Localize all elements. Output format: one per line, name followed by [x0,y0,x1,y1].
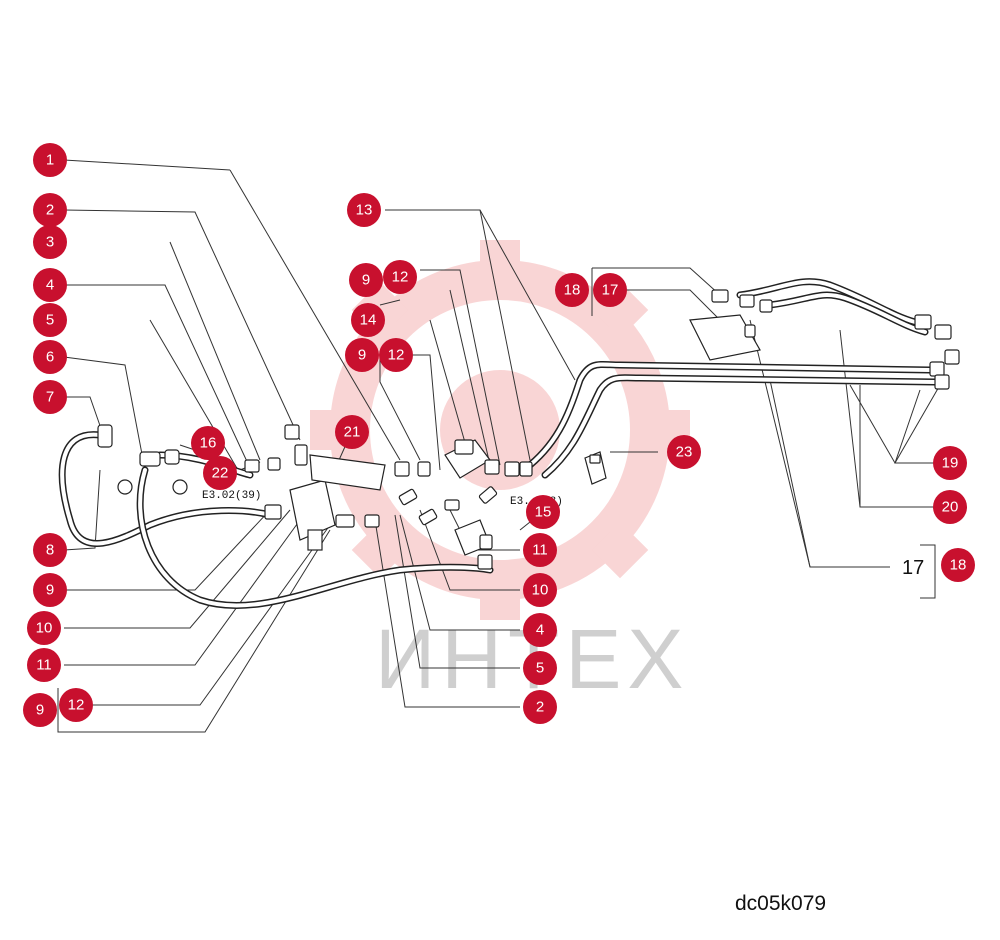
callout-18-top: 18 [555,273,589,307]
callout-2-right: 2 [523,690,557,724]
callout-2: 2 [33,193,67,227]
svg-text:22: 22 [212,465,229,482]
svg-text:18: 18 [564,282,581,299]
svg-text:9: 9 [36,702,44,719]
callout-14: 14 [351,303,385,337]
ref-left-label: E3.02(39) [202,490,261,502]
svg-text:2: 2 [536,699,544,716]
callout-13: 13 [347,193,381,227]
svg-text:17: 17 [602,282,619,299]
callout-22: 22 [203,456,237,490]
callout-10-right: 10 [523,573,557,607]
svg-text:1: 1 [46,152,54,169]
callout-19: 19 [933,446,967,480]
svg-text:21: 21 [344,424,361,441]
callout-5-right: 5 [523,651,557,685]
components [97,289,960,570]
svg-text:19: 19 [942,455,959,472]
plain-label-17: 17 [902,557,924,579]
callout-4-right: 4 [523,613,557,647]
callouts: 1 2 3 4 5 6 7 8 9 10 11 9 12 16 22 21 13… [23,143,975,727]
svg-text:4: 4 [46,277,54,294]
ref-left-bg [200,486,274,502]
callout-17-top: 17 [593,273,627,307]
svg-text:9: 9 [358,347,366,364]
callout-4: 4 [33,268,67,302]
callout-8: 8 [33,533,67,567]
svg-text:3: 3 [46,234,54,251]
svg-text:5: 5 [46,312,54,329]
callout-12-mid: 12 [379,338,413,372]
svg-text:6: 6 [46,349,54,366]
svg-text:12: 12 [392,269,409,286]
svg-text:9: 9 [46,582,54,599]
svg-text:13: 13 [356,202,373,219]
svg-text:7: 7 [46,389,54,406]
callout-16: 16 [191,426,225,460]
callout-18-right: 18 [941,548,975,582]
callout-12-mid-top: 12 [383,260,417,294]
svg-text:2: 2 [46,202,54,219]
svg-text:10: 10 [532,582,549,599]
callout-12-bottom-left: 12 [59,688,93,722]
svg-text:4: 4 [536,622,544,639]
svg-text:15: 15 [535,504,552,521]
callout-5: 5 [33,303,67,337]
svg-text:10: 10 [36,620,53,637]
callout-20: 20 [933,490,967,524]
svg-text:8: 8 [46,542,54,559]
callout-3: 3 [33,225,67,259]
svg-text:14: 14 [360,312,377,329]
svg-text:18: 18 [950,557,967,574]
callout-9-mid: 9 [345,338,379,372]
callout-15: 15 [526,495,560,529]
svg-text:9: 9 [362,272,370,289]
svg-text:20: 20 [942,499,959,516]
callout-10-left: 10 [27,611,61,645]
svg-text:23: 23 [676,444,693,461]
callout-11-left: 11 [27,648,61,682]
callout-1: 1 [33,143,67,177]
svg-text:5: 5 [536,660,544,677]
callout-9-bottom-left: 9 [23,693,57,727]
callout-21: 21 [335,415,369,449]
svg-text:11: 11 [36,657,52,674]
svg-text:16: 16 [200,435,217,452]
callout-11-right: 11 [523,533,557,567]
callout-23: 23 [667,435,701,469]
drawing-code: dc05k079 [735,892,826,915]
svg-text:12: 12 [388,347,405,364]
callout-6: 6 [33,340,67,374]
svg-text:11: 11 [532,542,548,559]
callout-7: 7 [33,380,67,414]
callout-9-mid-top: 9 [349,263,383,297]
svg-text:12: 12 [68,697,85,714]
hoses [58,278,939,610]
callout-9-left: 9 [33,573,67,607]
